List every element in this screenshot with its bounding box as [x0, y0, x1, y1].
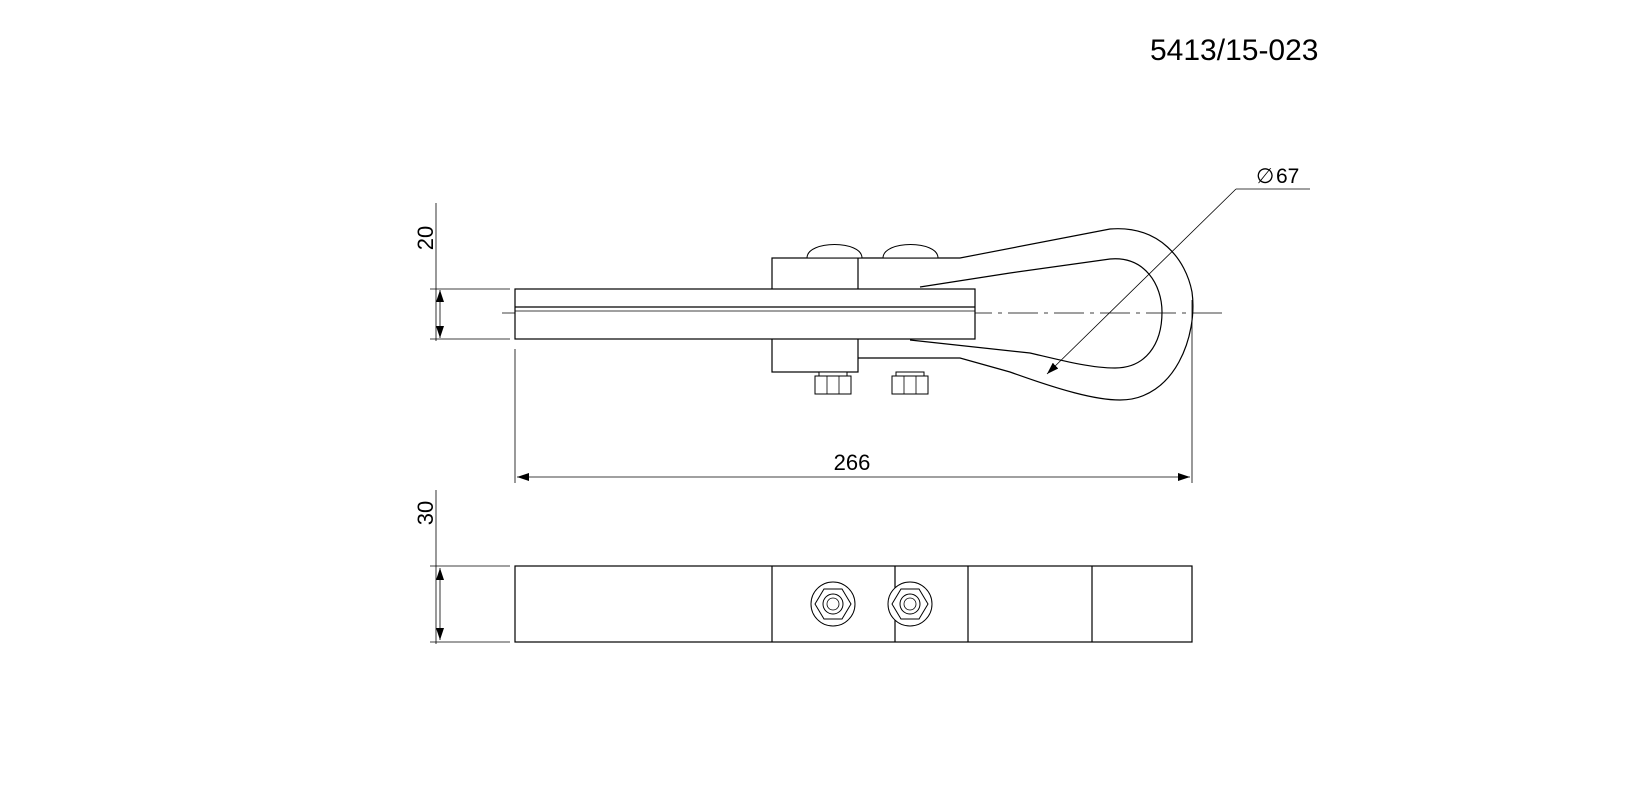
dim-side-height-label: 30 [413, 501, 438, 525]
dim-thickness-label: 20 [413, 226, 438, 250]
eye-loop-inner [909, 258, 1163, 369]
dim-thickness: 20 [413, 203, 510, 341]
dim-side-height: 30 [413, 490, 510, 644]
side-view: 30 [413, 490, 1193, 644]
top-view: 20 266 ∅ 67 [413, 165, 1310, 483]
nut-1 [814, 375, 852, 395]
nut-2 [891, 375, 929, 395]
dim-overall-length: 266 [514, 300, 1193, 483]
dim-eye-diameter-label: 67 [1276, 165, 1299, 188]
dim-eye-diameter: ∅ 67 [1046, 165, 1310, 375]
flat-bar [514, 288, 976, 340]
side-bolt-2 [887, 581, 933, 627]
dim-overall-length-label: 266 [834, 450, 871, 475]
bolt-head-2 [882, 244, 939, 259]
eye-loop-outer [858, 228, 1194, 401]
side-bolt-1 [810, 581, 856, 627]
part-number: 5413/15-023 [1150, 34, 1319, 67]
bolt-head-1 [806, 244, 863, 259]
side-body [514, 565, 1193, 643]
diameter-symbol: ∅ [1256, 165, 1274, 188]
